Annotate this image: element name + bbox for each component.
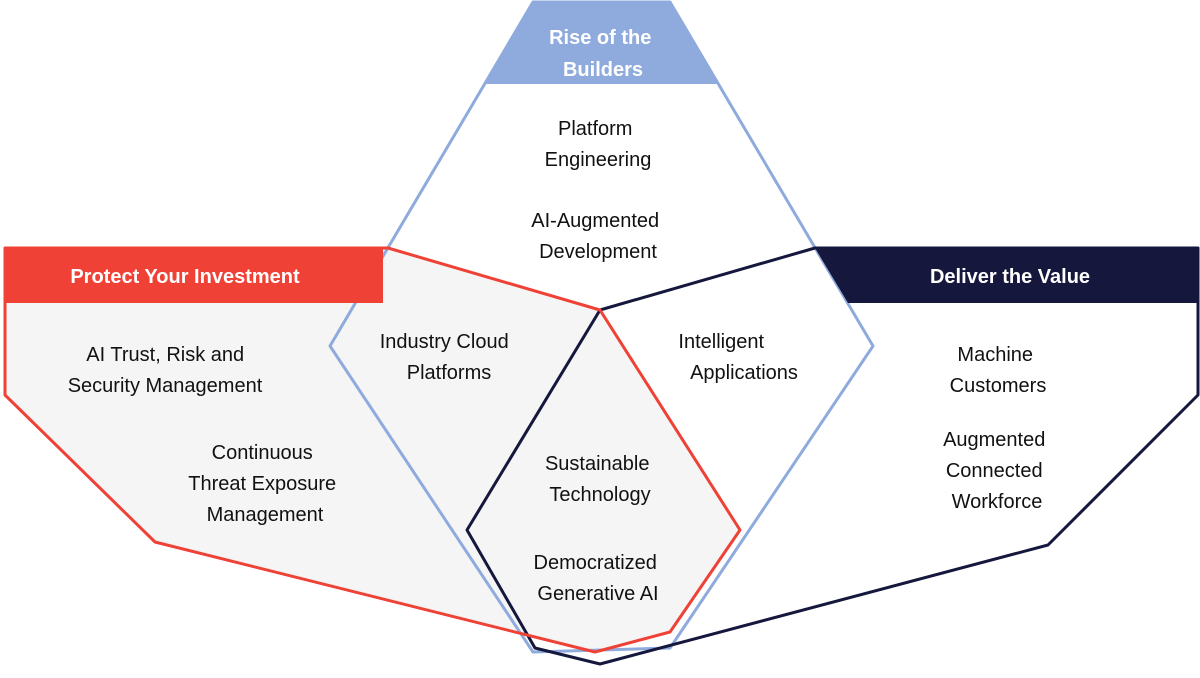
deliver-header-banner bbox=[815, 248, 1198, 303]
deliver-title: Deliver the Value bbox=[930, 266, 1090, 288]
item-continuous-threat-exposure: Continuous Threat Exposure Management bbox=[188, 442, 341, 526]
protect-outline bbox=[3, 246, 742, 654]
item-industry-cloud-platforms: Industry Cloud Platforms bbox=[380, 331, 515, 384]
item-ai-augmented-development: AI-Augmented Development bbox=[531, 210, 664, 263]
item-machine-customers: Machine Customers bbox=[950, 344, 1047, 397]
builders-title: Rise of the Builders bbox=[549, 27, 657, 81]
item-sustainable-technology: Sustainable Technology bbox=[545, 453, 655, 506]
item-intelligent-applications: Intelligent Applications bbox=[678, 331, 798, 384]
protect-header-banner bbox=[5, 248, 383, 303]
protect-title: Protect Your Investment bbox=[70, 266, 300, 288]
protect-region-fill bbox=[5, 248, 740, 652]
item-ai-trust-risk-security: AI Trust, Risk and Security Management bbox=[68, 344, 263, 397]
builders-header-banner bbox=[486, 2, 718, 84]
item-democratized-generative-ai: Democratized Generative AI bbox=[534, 552, 663, 605]
item-platform-engineering: Platform Engineering bbox=[545, 118, 652, 171]
item-augmented-connected-workforce: Augmented Connected Workforce bbox=[943, 429, 1051, 513]
